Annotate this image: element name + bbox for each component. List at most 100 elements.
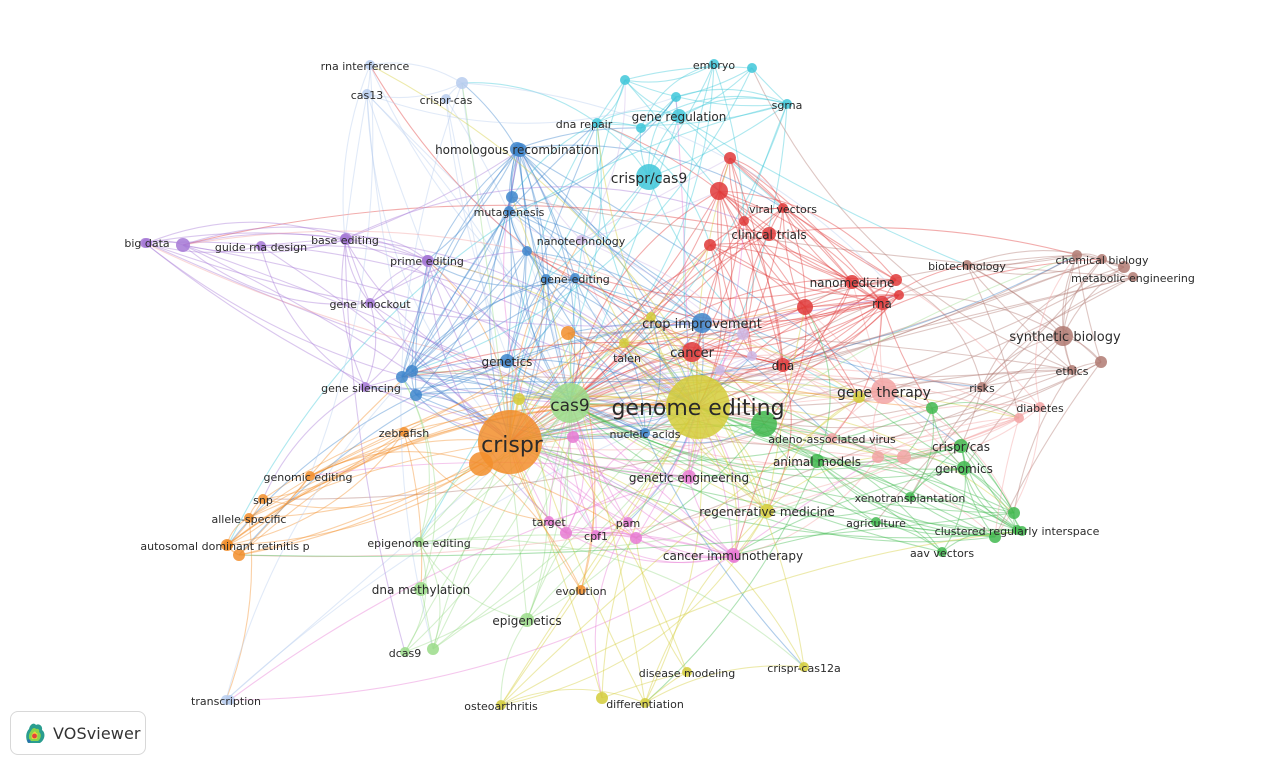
node-metabolic-engineering[interactable] [1128,272,1138,282]
node-crispr-cas9[interactable] [636,164,662,190]
node[interactable] [427,643,439,655]
node-gene-knockout[interactable] [365,298,375,308]
node-crispr-cas[interactable] [954,439,968,453]
vosviewer-badge[interactable]: VOSviewer [10,711,146,755]
node-cpf1[interactable] [591,530,601,540]
node-genetic-engineering[interactable] [682,470,696,484]
node[interactable] [897,450,911,464]
node[interactable] [1008,507,1020,519]
node-risks[interactable] [977,382,987,392]
node[interactable] [715,365,725,375]
node-crop-improvement[interactable] [692,313,712,333]
node[interactable] [872,451,884,463]
node[interactable] [894,290,904,300]
node[interactable] [456,77,468,89]
node-genome-editing[interactable] [666,375,730,439]
node-nucleic-acids[interactable] [640,428,650,438]
node[interactable] [1072,250,1082,260]
node-cas9[interactable] [550,383,590,423]
node-crispr-cas[interactable] [441,94,451,104]
node[interactable] [567,431,579,443]
node-embryo[interactable] [709,59,719,69]
node-crispr[interactable] [478,410,542,474]
node[interactable] [406,365,418,377]
node-xenotransplantation[interactable] [905,492,915,502]
node-guide-rna-design[interactable] [256,241,266,251]
node[interactable] [225,695,235,705]
node-synthetic-biology[interactable] [1053,326,1073,346]
node-agriculture[interactable] [871,517,881,527]
node-rna-interference[interactable] [365,60,375,70]
node[interactable] [396,371,408,383]
node-ethics[interactable] [1067,365,1077,375]
node-animal-models[interactable] [810,454,824,468]
node[interactable] [747,63,757,73]
node-nanotechnology[interactable] [576,235,586,245]
node-rna[interactable] [875,296,889,310]
node[interactable] [541,274,551,284]
node-cas13[interactable] [362,89,372,99]
node[interactable] [1095,356,1107,368]
node-talen[interactable] [619,338,629,348]
node-regenerative-medicine[interactable] [760,504,774,518]
node-clinical-trials[interactable] [762,227,776,241]
node-target[interactable] [544,516,554,526]
node[interactable] [636,123,646,133]
node-differentiation[interactable] [640,698,650,708]
node[interactable] [410,389,422,401]
node[interactable] [513,393,525,405]
node[interactable] [1014,413,1024,423]
node-disease-modeling[interactable] [682,667,692,677]
node-snp[interactable] [258,494,268,504]
node-cancer[interactable] [682,342,702,362]
node-allele-specific[interactable] [244,513,254,523]
node[interactable] [724,152,736,164]
node[interactable] [737,328,749,340]
node[interactable] [704,239,716,251]
node[interactable] [596,692,608,704]
node-chemical-biology[interactable] [1097,254,1107,264]
node-genomics[interactable] [957,461,971,475]
node[interactable] [747,351,757,361]
node-osteoarthritis[interactable] [496,700,506,710]
node[interactable] [739,216,749,226]
node[interactable] [671,92,681,102]
node-gene-regulation[interactable] [672,109,686,123]
node[interactable] [620,75,630,85]
node-sgrna[interactable] [782,99,792,109]
node[interactable] [989,531,1001,543]
node[interactable] [140,238,150,248]
node-epigenome-editing[interactable] [414,537,424,547]
node-gene-silencing[interactable] [360,382,370,392]
node-gene-therapy[interactable] [871,378,897,404]
node-pam[interactable] [623,517,633,527]
node-dcas9[interactable] [400,647,410,657]
node-diabetes[interactable] [1035,402,1045,412]
node[interactable] [751,411,777,437]
node[interactable] [853,391,865,403]
node-viral-vectors[interactable] [778,203,788,213]
node[interactable] [522,246,532,256]
node-aav-vectors[interactable] [937,547,947,557]
node[interactable] [1118,261,1130,273]
node-mutagenesis[interactable] [504,206,514,216]
node-gene-editing[interactable] [570,273,580,283]
node-biotechnology[interactable] [962,260,972,270]
node-dna-methylation[interactable] [414,582,428,596]
node-adeno-associated-virus[interactable] [827,433,837,443]
node[interactable] [1017,526,1027,536]
node-evolution[interactable] [576,585,586,595]
node[interactable] [233,549,245,561]
node[interactable] [890,274,902,286]
node-nanomedicine[interactable] [845,275,859,289]
node-zebrafish[interactable] [399,427,409,437]
node[interactable] [513,143,527,157]
node-dna-repair[interactable] [592,118,602,128]
node[interactable] [561,326,575,340]
node[interactable] [422,255,434,267]
node[interactable] [646,312,656,322]
node[interactable] [710,182,728,200]
node[interactable] [797,299,813,315]
node[interactable] [630,532,642,544]
